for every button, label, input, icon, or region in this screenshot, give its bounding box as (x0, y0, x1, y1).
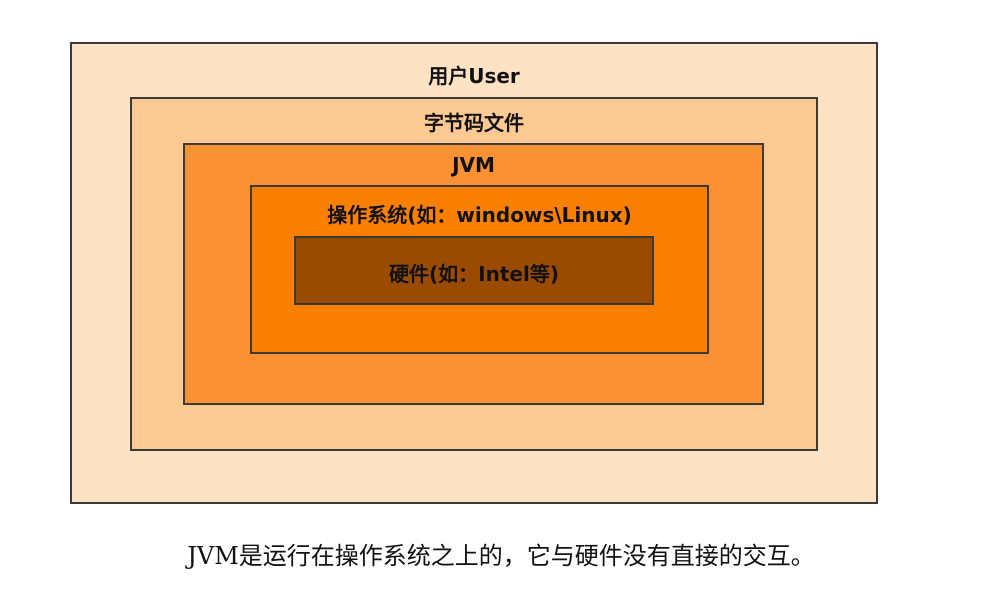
layer-bytecode-label: 字节码文件 (424, 111, 524, 135)
layer-hardware-label: 硬件(如：Intel等) (389, 262, 559, 286)
layer-user-label: 用户User (428, 64, 520, 88)
layer-jvm-label: JVM (452, 153, 495, 177)
layer-os-label: 操作系统(如：windows\Linux) (327, 203, 632, 227)
layer-hardware: 硬件(如：Intel等) (294, 236, 654, 305)
diagram-caption: JVM是运行在操作系统之上的，它与硬件没有直接的交互。 (187, 542, 815, 570)
